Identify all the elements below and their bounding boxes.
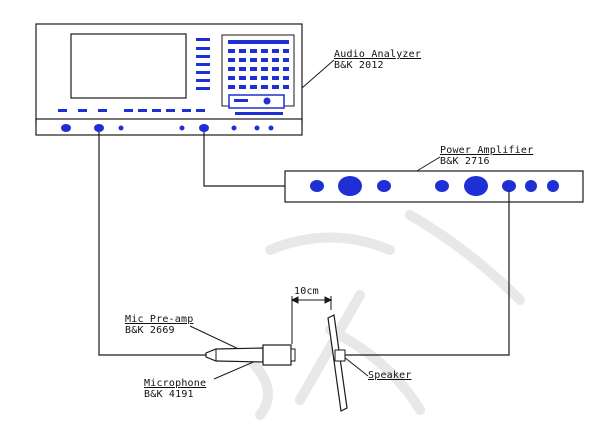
analyzer-keypad-keys bbox=[228, 40, 289, 89]
audio-analyzer-name: Audio Analyzer bbox=[334, 49, 422, 60]
power-amplifier-model: B&K 2716 bbox=[440, 156, 490, 167]
microphone-name: Microphone bbox=[144, 378, 207, 389]
analyzer-soft-keys bbox=[196, 38, 210, 90]
microphone-leader-line bbox=[213, 359, 259, 380]
analyzer-function-keys bbox=[58, 109, 205, 112]
distance-label: 10cm bbox=[294, 286, 319, 297]
analyzer-screen bbox=[70, 33, 187, 99]
microphone bbox=[262, 344, 296, 366]
analyzer-input-connector bbox=[94, 124, 104, 132]
analyzer-output-connector bbox=[199, 124, 209, 132]
analyzer-leader-line bbox=[301, 59, 335, 89]
speaker-name: Speaker bbox=[368, 370, 412, 381]
speaker bbox=[327, 314, 348, 412]
power-amplifier bbox=[284, 170, 584, 203]
preamp-leader-line bbox=[189, 325, 246, 353]
power-amplifier-name: Power Amplifier bbox=[440, 145, 534, 156]
watermark bbox=[245, 210, 525, 420]
analyzer-amplifier-cable bbox=[203, 132, 285, 187]
speaker-cable bbox=[345, 191, 510, 356]
amplifier-output-connector bbox=[502, 180, 516, 192]
analyzer-connectors bbox=[61, 124, 274, 132]
mic-preamp-model: B&K 2669 bbox=[125, 325, 175, 336]
microphone-model: B&K 4191 bbox=[144, 389, 194, 400]
speaker-leader-line bbox=[343, 356, 369, 377]
audio-analyzer-model: B&K 2012 bbox=[334, 60, 384, 71]
mic-preamp-name: Mic Pre-amp bbox=[125, 314, 194, 325]
audio-analyzer bbox=[35, 23, 303, 136]
mic-preamp bbox=[205, 347, 264, 363]
distance-dimension bbox=[290, 296, 333, 344]
amplifier-connectors bbox=[310, 176, 559, 196]
mic-cable bbox=[98, 132, 206, 356]
cables bbox=[98, 132, 510, 356]
